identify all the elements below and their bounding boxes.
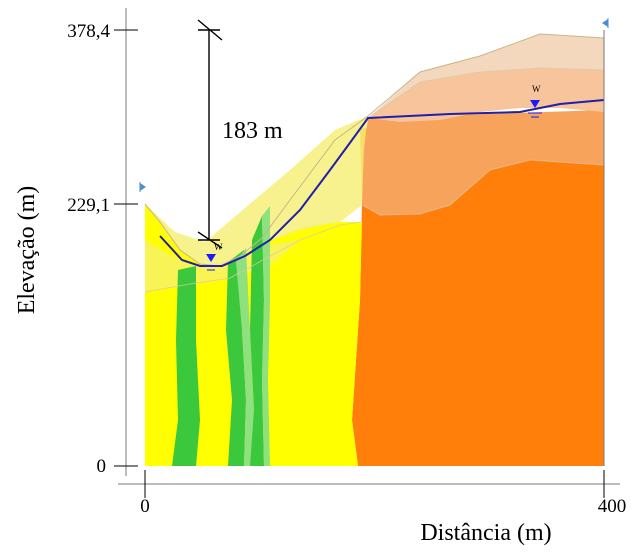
light-green-band-2: [236, 248, 254, 466]
green-band-3: [250, 216, 264, 466]
y-tick-label: 0: [97, 456, 107, 477]
left-boundary-marker: [139, 182, 146, 192]
y-tick-label: 229,1: [67, 195, 110, 216]
green-band-1: [172, 266, 200, 466]
x-axis: 0 400 Distância (m): [118, 30, 626, 546]
right-boundary-marker: [602, 18, 609, 28]
y-axis-label: Elevação (m): [14, 186, 40, 315]
water-table-marker-left: W: [204, 242, 223, 271]
pale-yellow-layer: [145, 116, 368, 266]
y-tick-label: 378,4: [67, 21, 110, 42]
layer-boundary-lines: [144, 67, 605, 293]
water-table-symbol: W: [532, 84, 541, 94]
light-orange-layer: [362, 110, 604, 215]
height-dimension-label: 183 m: [222, 118, 283, 144]
x-tick-label: 400: [598, 496, 627, 517]
water-table-marker-right: W: [528, 84, 542, 118]
height-dimension: 183 m: [197, 19, 283, 249]
pale-peach-layer: [368, 34, 604, 118]
geological-layers: [144, 33, 605, 466]
water-table-line: [159, 99, 605, 267]
light-green-band-3: [262, 206, 270, 466]
water-table-symbol: W: [214, 242, 223, 252]
x-tick-label: 0: [140, 496, 150, 517]
x-axis-label: Distância (m): [420, 520, 551, 546]
ground-surface: [144, 33, 605, 267]
y-axis: 378,4 229,1 0 Elevação (m): [14, 8, 138, 477]
